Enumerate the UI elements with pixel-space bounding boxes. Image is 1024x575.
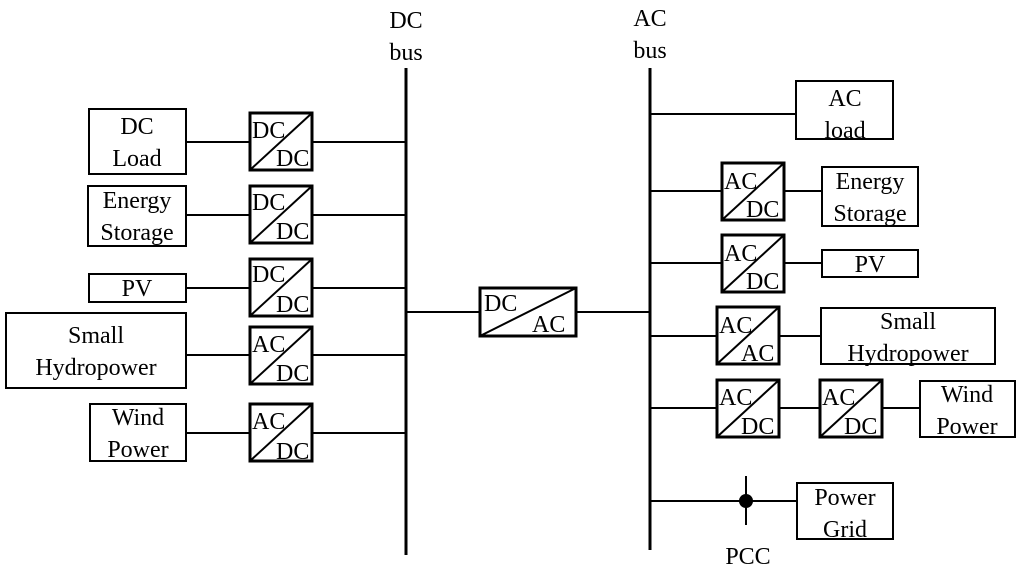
ac-pv-box — [821, 249, 919, 278]
ac-wind-power-label-1: Wind — [941, 382, 993, 408]
central-converter-bottom-label: AC — [532, 312, 565, 338]
ac-small-hydropower-box — [820, 307, 996, 365]
central-converter-top-label: DC — [484, 291, 517, 317]
converter-bottom-label: DC — [844, 414, 877, 440]
dc-bus-label-line2: bus — [389, 40, 422, 66]
dc-row-small-hydropower: Small Hydropower AC DC — [5, 312, 406, 389]
pv-label: PV — [122, 276, 153, 302]
ac-row-small-hydropower: AC AC Small Hydropower — [650, 305, 996, 367]
energy-storage-label-2: Storage — [100, 220, 173, 246]
converter-top-label: AC — [724, 241, 757, 267]
dc-dc-converter: DC DC — [248, 257, 314, 318]
ac-dc-converter: AC DC — [720, 233, 786, 295]
converter-top-label: DC — [252, 118, 285, 144]
ac-load-label-1: AC — [828, 86, 861, 112]
dc-row-wind-power: Wind Power AC DC — [89, 402, 406, 465]
small-hydropower-box — [5, 312, 187, 389]
pcc-node — [739, 494, 753, 508]
dc-bus-label-line1: DC — [389, 8, 422, 34]
converter-bottom-label: DC — [276, 219, 309, 245]
small-hydropower-label-2: Hydropower — [35, 355, 156, 381]
energy-storage-label-1: Energy — [103, 188, 172, 214]
energy-storage-box — [87, 185, 187, 247]
ac-ac-converter: AC AC — [715, 305, 781, 367]
ac-bus-label-line2: bus — [633, 38, 666, 64]
ac-dc-converter-1: AC DC — [715, 378, 781, 440]
dc-row-dc-load: DC Load DC DC — [88, 108, 406, 175]
dc-load-label-1: DC — [120, 114, 153, 140]
ac-row-energy-storage: AC DC Energy Storage — [650, 161, 919, 227]
dc-load-box — [88, 108, 187, 175]
converter-top-label: AC — [724, 169, 757, 195]
ac-load-label-2: load — [824, 118, 865, 144]
converter-bottom-label: DC — [741, 414, 774, 440]
converter-bottom-label: AC — [741, 341, 774, 367]
power-grid-label-2: Grid — [823, 517, 867, 543]
power-grid-label-1: Power — [814, 485, 875, 511]
dc-dc-converter: DC DC — [248, 111, 314, 172]
converter-top-label: AC — [252, 409, 285, 435]
converter-bottom-label: DC — [276, 439, 309, 465]
ac-wind-power-box — [919, 380, 1016, 438]
ac-load-box — [795, 80, 894, 140]
ac-wind-power-label-2: Power — [936, 414, 997, 440]
converter-top-label: AC — [822, 385, 855, 411]
converter-top-label: AC — [252, 332, 285, 358]
ac-dc-converter-2: AC DC — [818, 378, 884, 440]
converter-top-label: AC — [719, 313, 752, 339]
pv-box — [88, 273, 187, 303]
ac-row-wind-power: AC DC AC DC Wind Power — [650, 378, 1016, 440]
converter-bottom-label: DC — [746, 269, 779, 295]
ac-energy-storage-label-1: Energy — [836, 169, 905, 195]
ac-small-hydropower-label-1: Small — [880, 309, 936, 335]
dc-load-label-2: Load — [112, 146, 161, 172]
wind-power-label-2: Power — [107, 437, 168, 463]
converter-bottom-label: DC — [746, 197, 779, 223]
ac-dc-converter: AC DC — [248, 325, 314, 387]
converter-top-label: DC — [252, 190, 285, 216]
ac-row-power-grid: Power Grid PCC — [650, 476, 894, 570]
wind-power-box — [89, 403, 187, 462]
small-hydropower-label-1: Small — [68, 323, 124, 349]
ac-small-hydropower-label-2: Hydropower — [847, 341, 968, 367]
dc-dc-converter: DC DC — [248, 184, 314, 245]
converter-bottom-label: DC — [276, 146, 309, 172]
converter-bottom-label: DC — [276, 361, 309, 387]
dc-row-energy-storage: Energy Storage DC DC — [87, 184, 406, 247]
dc-row-pv: PV DC DC — [88, 257, 406, 318]
ac-energy-storage-box — [821, 166, 919, 227]
ac-row-ac-load: AC load — [650, 80, 894, 144]
ac-dc-converter: AC DC — [248, 402, 314, 465]
ac-energy-storage-label-2: Storage — [833, 201, 906, 227]
central-dc-ac-converter: DC AC — [406, 286, 650, 338]
power-grid-box — [796, 482, 894, 540]
converter-top-label: AC — [719, 385, 752, 411]
ac-dc-converter: AC DC — [720, 161, 786, 223]
pcc-label: PCC — [725, 544, 770, 570]
ac-row-pv: AC DC PV — [650, 233, 919, 295]
converter-top-label: DC — [252, 262, 285, 288]
ac-pv-label: PV — [855, 252, 886, 278]
ac-bus-label-line1: AC — [633, 6, 666, 32]
wind-power-label-1: Wind — [112, 405, 164, 431]
converter-bottom-label: DC — [276, 292, 309, 318]
